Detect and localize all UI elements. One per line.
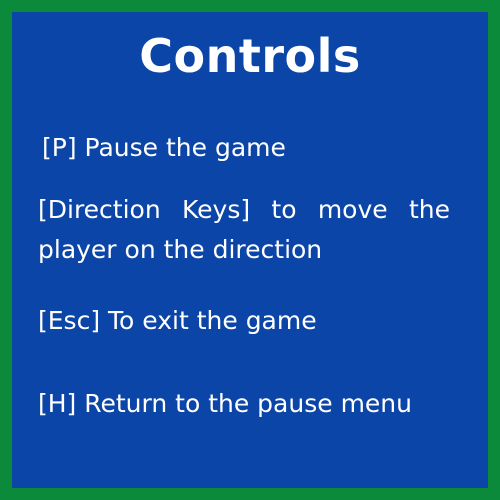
- control-pause: [P] Pause the game: [42, 133, 286, 162]
- panel-title: Controls: [139, 29, 361, 83]
- control-direction-keys: [Direction Keys] to move the player on t…: [38, 195, 450, 264]
- control-return-menu: [H] Return to the pause menu: [38, 389, 412, 418]
- control-exit: [Esc] To exit the game: [38, 306, 317, 335]
